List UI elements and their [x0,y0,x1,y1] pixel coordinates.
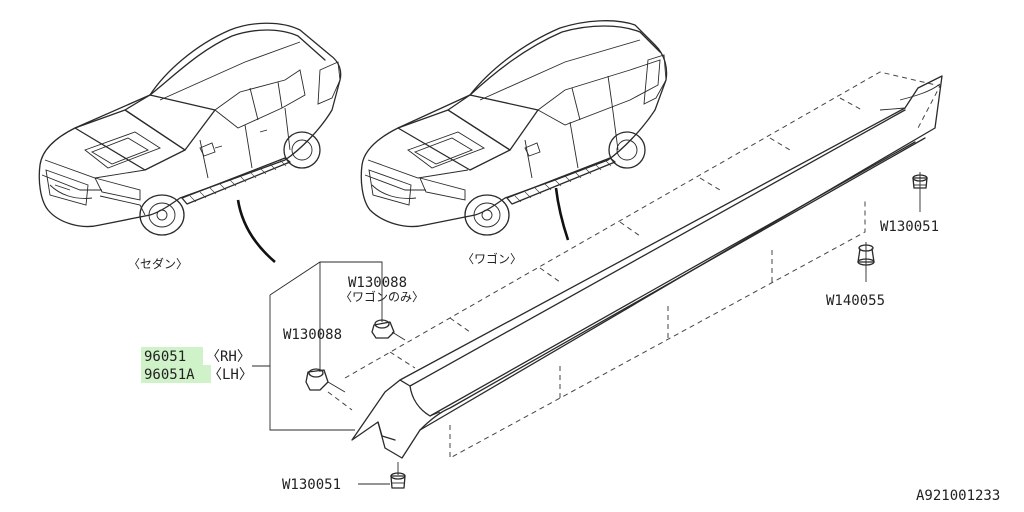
side-sill-part [327,71,943,459]
highlight-lh-part [141,365,211,383]
label-rh-part-number: 96051 [144,349,186,365]
clip-w130051-bottom [390,462,406,489]
label-lh-part-number: 96051A [144,367,195,383]
label-clip-bottom: W130051 [282,477,341,493]
label-clip-left-code: W130088 [283,327,342,343]
clip-w130051-right [912,172,928,212]
wagon-car-drawing [360,20,668,241]
clip-w130088-left [305,368,346,393]
wagon-label: 〈ワゴン〉 [462,251,522,266]
label-clip-upper-code: W130088 [348,275,407,291]
figure-number: A921001233 [916,488,1000,504]
label-lh-part-side: 〈LH〉 [208,367,253,383]
clip-w140055 [857,242,875,282]
highlight-rh-part [141,347,203,365]
label-clip-right-top: W130051 [880,219,939,235]
label-rh-part-side: 〈RH〉 [206,349,251,365]
sedan-label: 〈セダン〉 [128,256,188,271]
clip-w130088-upper [371,280,406,341]
sedan-car-drawing [38,22,342,263]
label-clip-right-mid: W140055 [826,293,885,309]
leader-lines [252,261,390,485]
label-clip-upper-note: 〈ワゴンのみ〉 [340,289,424,304]
